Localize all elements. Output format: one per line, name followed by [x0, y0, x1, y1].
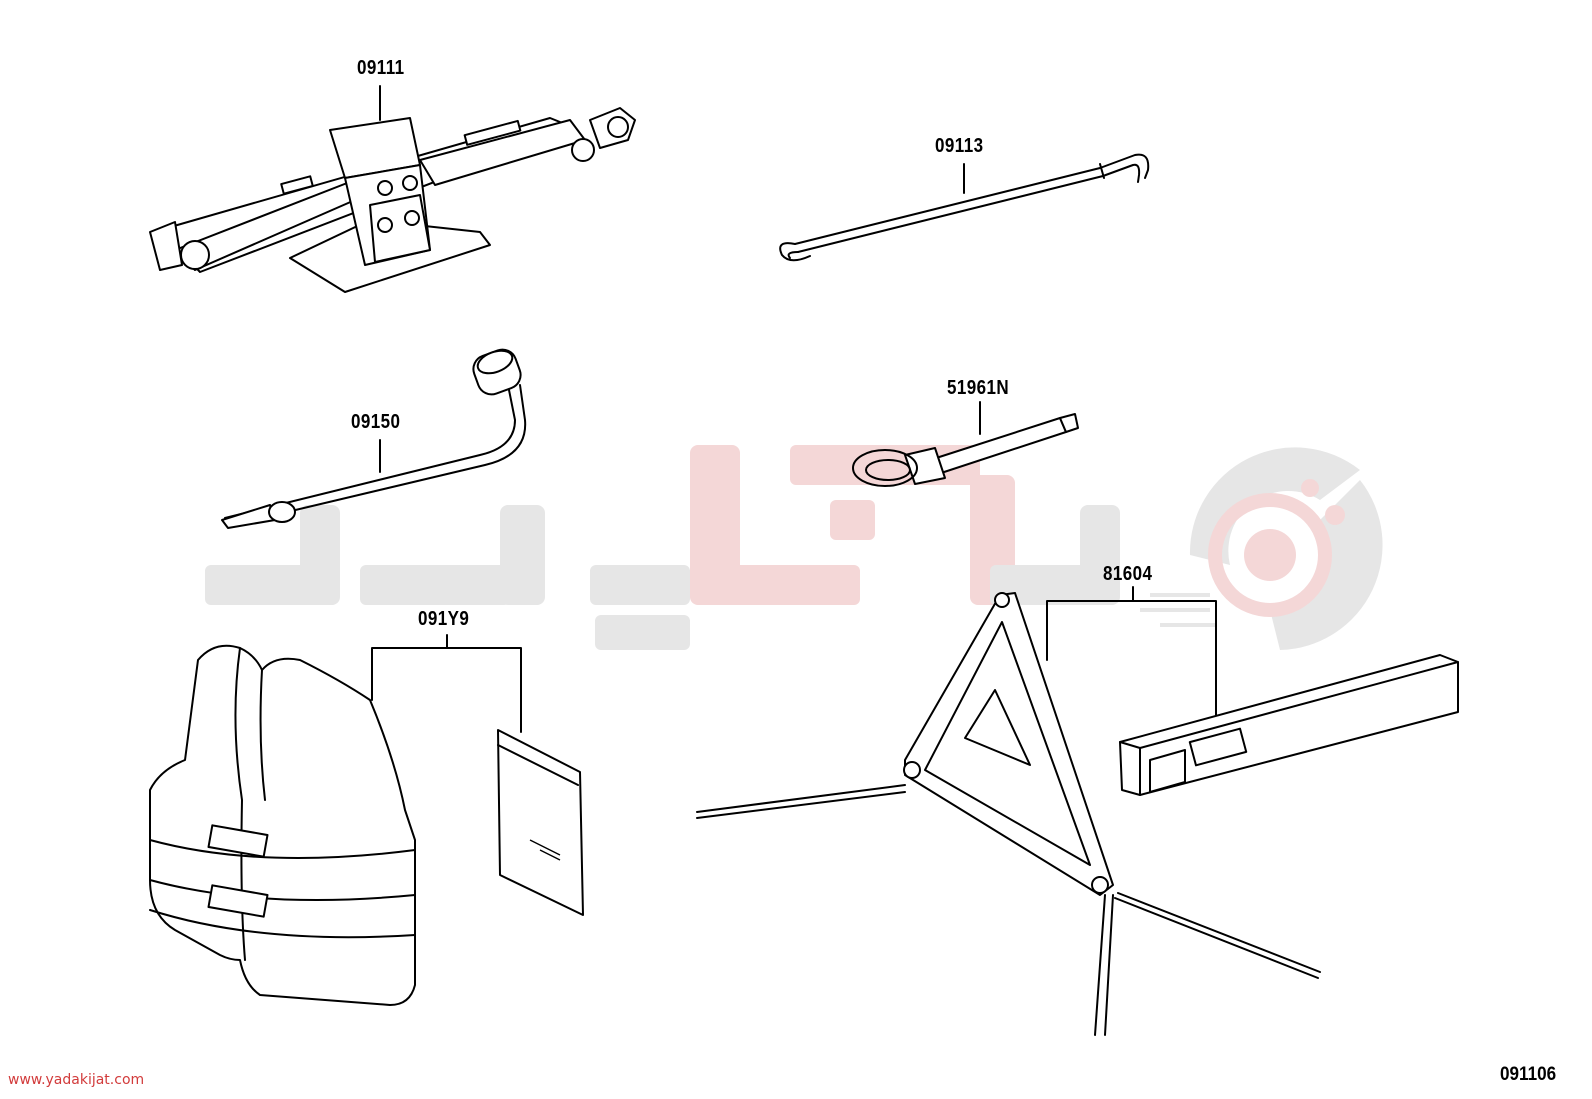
yadakijat-logo-watermark — [205, 445, 1383, 650]
towing-hook-drawing — [852, 401, 1079, 487]
part-label-09111: 09111 — [357, 57, 405, 79]
part-label-091Y9: 091Y9 — [418, 608, 470, 630]
part-label-81604: 81604 — [1103, 563, 1153, 585]
part-label-09113: 09113 — [935, 135, 984, 157]
website-link[interactable]: www.yadakijat.com — [8, 1072, 145, 1088]
part-label-09150: 09150 — [351, 411, 401, 433]
safety-vest-drawing — [149, 634, 584, 1006]
scissor-jack-drawing — [149, 85, 636, 293]
part-label-51961N: 51961N — [947, 377, 1010, 399]
warning-triangle-drawing — [696, 586, 1459, 1036]
diagram-code: 091106 — [1500, 1064, 1557, 1085]
wheel-wrench-drawing — [221, 348, 527, 529]
jack-handle-drawing — [779, 153, 1150, 262]
